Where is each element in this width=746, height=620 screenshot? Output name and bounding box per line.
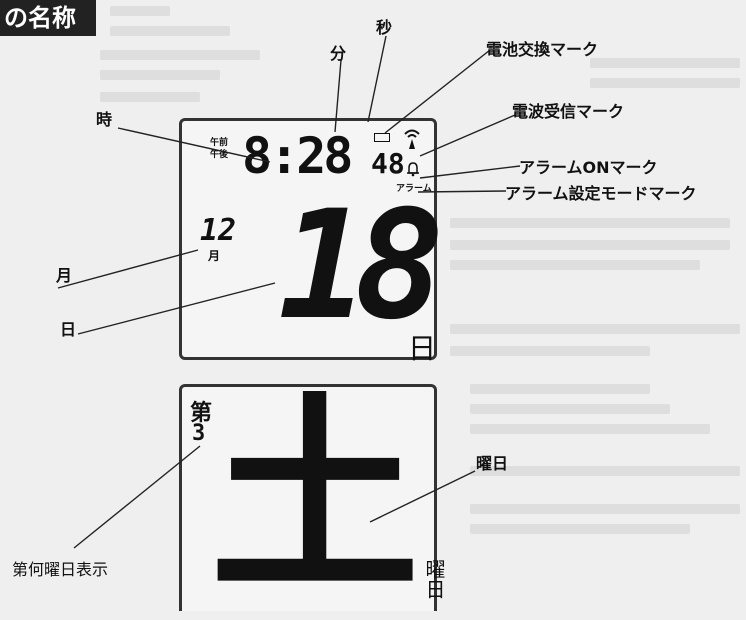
callout-day: 日 <box>60 320 77 339</box>
leader-radio <box>419 114 516 157</box>
callout-alarm-on-mark: アラームONマーク <box>519 158 658 177</box>
alarm-bell-icon <box>407 162 419 177</box>
callout-second: 秒 <box>376 18 393 37</box>
weekday-unit: 曜日 <box>422 559 446 599</box>
leader-minute <box>334 59 342 133</box>
radio-reception-icon <box>404 129 420 149</box>
callout-month: 月 <box>56 266 73 285</box>
leader-alarm-on <box>419 165 521 179</box>
callout-battery-mark: 電池交換マーク <box>486 40 599 59</box>
leader-alarm-mode <box>417 190 507 193</box>
section-title: の名称 <box>0 0 96 36</box>
time-display: 8:28 <box>242 127 353 185</box>
seconds-display: 48 <box>371 147 405 180</box>
leader-second <box>367 35 387 123</box>
callout-weekday: 曜日 <box>476 454 509 473</box>
month-unit: 月 <box>208 249 221 263</box>
weekday-display: 土 <box>210 375 421 620</box>
day-display: 18 <box>278 179 445 353</box>
alarm-mode-indicator: アラーム <box>396 184 432 194</box>
pm-indicator: 午後 <box>210 150 229 160</box>
lcd-weekday-panel: 第 3 土 曜日 <box>179 375 446 620</box>
battery-icon <box>374 133 390 142</box>
leader-battery <box>384 49 491 134</box>
callout-alarm-mode-mark: アラーム設定モードマーク <box>505 184 697 203</box>
leader-day <box>77 282 276 335</box>
leader-nth-weekday <box>73 445 201 549</box>
callout-minute: 分 <box>330 44 347 63</box>
leader-hour <box>117 127 271 163</box>
month-display: 12 <box>200 213 237 248</box>
lcd-clock-panel: 午前 午後 8:28 48 アラーム 12 月 18 日 <box>179 118 445 365</box>
leader-weekday <box>369 470 476 523</box>
nth-value: 3 <box>192 421 206 446</box>
callout-hour: 時 <box>96 110 113 129</box>
nth-label: 第 <box>190 401 213 426</box>
callout-nth-weekday: 第何曜日表示 <box>12 560 109 579</box>
callout-radio-mark: 電波受信マーク <box>512 102 625 121</box>
am-indicator: 午前 <box>210 138 229 148</box>
leader-month <box>57 249 199 289</box>
day-unit: 日 <box>408 332 437 365</box>
